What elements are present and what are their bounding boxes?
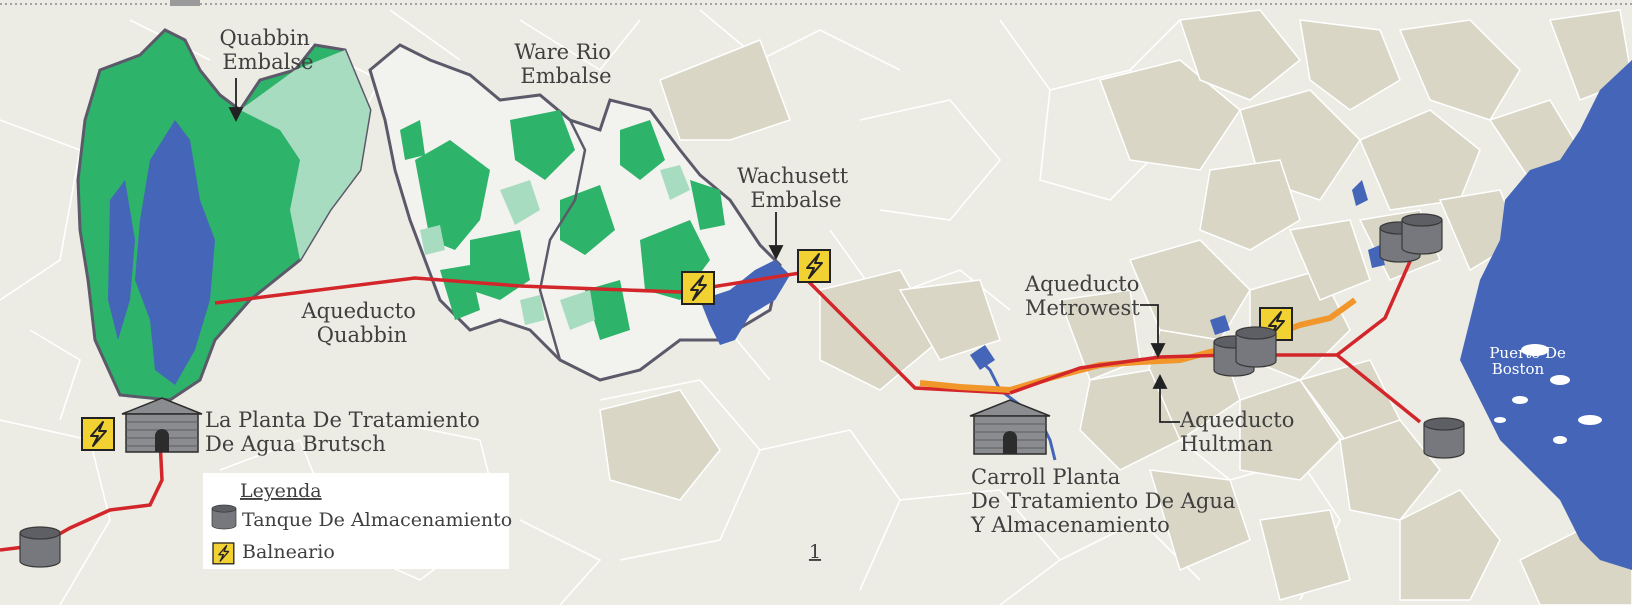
- carroll-plant-label: Carroll Planta De Tratamiento De Agua Y …: [970, 465, 1242, 537]
- quabbin-aqueduct-label: Aqueducto Quabbin: [300, 299, 422, 347]
- storage-tank-icon: [1401, 213, 1443, 255]
- wachusett-to-carroll-line: [798, 271, 1011, 395]
- storage-tank-icon: [211, 504, 237, 530]
- boston-branch-line: [1335, 249, 1417, 357]
- legend-hydro-station: Balneario: [242, 541, 335, 563]
- quabbin-reservoir-water: [135, 120, 215, 385]
- metrowest-aqueduct-label: Aqueducto Metrowest: [1024, 272, 1146, 320]
- brutsch-plant-label: La Planta De Tratamiento De Agua Brutsch: [205, 408, 486, 456]
- legend: Leyenda Tanque De Almacenamiento Balnear…: [203, 473, 512, 569]
- quabbin-aqueduct-line: [214, 271, 801, 305]
- storage-tank-icon: [19, 526, 61, 568]
- hultman-aqueduct-line: [1009, 353, 1422, 424]
- callout-arrows: [228, 78, 1180, 423]
- hydro-lightning-icon: [81, 417, 115, 451]
- ware-river-reservoir-label: Ware Rio Embalse: [514, 40, 617, 88]
- metrowest-aqueduct-line: [919, 297, 1357, 394]
- hydro-lightning-icon: [797, 249, 831, 283]
- wachusett-reservoir-water: [700, 260, 790, 345]
- boston-harbor-water: [1460, 60, 1632, 570]
- legend-title: Leyenda: [240, 480, 322, 502]
- hydro-lightning-icon: [212, 542, 235, 565]
- boston-harbor-label: Puerto De Boston: [1489, 344, 1570, 378]
- legend-storage-tank: Tanque De Almacenamiento: [242, 509, 512, 531]
- storage-tank-icon: [1423, 417, 1465, 459]
- page-number: 1: [809, 541, 821, 563]
- quabbin-reservoir-label: Quabbin Embalse: [219, 26, 316, 74]
- harbor-islands: [1494, 344, 1602, 444]
- hydro-lightning-icon: [681, 271, 715, 305]
- storage-tank-icon: [1235, 326, 1277, 368]
- wachusett-reservoir-label: Wachusett Embalse: [737, 164, 855, 212]
- hultman-aqueduct-label: Aqueducto Hultman: [1179, 408, 1301, 456]
